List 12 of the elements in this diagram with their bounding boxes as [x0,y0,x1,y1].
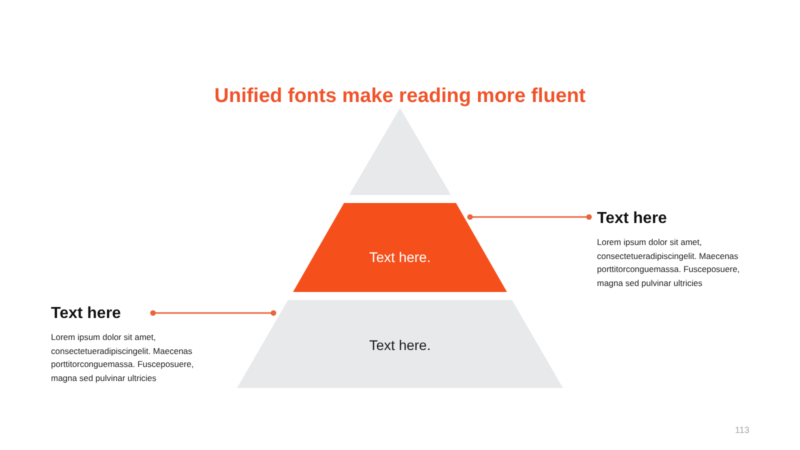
title: Unified fonts make reading more fluent [213,84,587,108]
tier-label: Text here. [369,248,431,266]
leader-line [150,310,276,316]
tier-label: Text here. [369,336,431,354]
callout-heading: Text here [597,209,667,229]
pyramid-tier [237,300,563,388]
leader-line [467,214,592,220]
pyramid-tier [293,203,507,292]
callout-body: Lorem ipsum dolor sit amet, consectetueradipiscingelit. Maecenas porttitorconguemassa. Fusceposuere, magna sed pulvinar ultricies [597,236,741,290]
callout-heading: Text here [51,304,121,324]
page-number: 113 [735,424,750,436]
callout-body: Lorem ipsum dolor sit amet, consectetueradipiscingelit. Maecenas porttitorconguemassa. Fusceposuere, magna sed pulvinar ultricies [51,331,195,385]
